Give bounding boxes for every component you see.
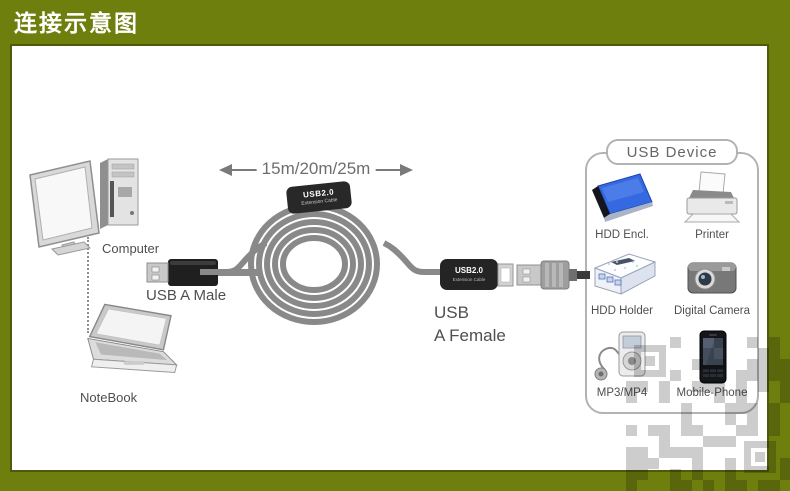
mobile-phone-icon: [699, 330, 727, 384]
usb-a-female-label: USB A Female: [434, 301, 506, 347]
qr-module: [769, 348, 780, 359]
qr-module: [769, 480, 780, 491]
computer-label: Computer: [102, 241, 160, 256]
desktop-computer-icon: [29, 158, 139, 256]
female-repeater-title: USB2.0: [455, 266, 484, 275]
page-title: 连接示意图: [14, 10, 139, 36]
qr-module: [780, 392, 790, 403]
device-item-digital-camera: Digital Camera: [668, 250, 756, 317]
usb-device-panel-title: USB Device: [606, 139, 738, 165]
host-link-dotted-line: [87, 237, 89, 333]
qr-module: [780, 458, 790, 469]
qr-module: [736, 480, 747, 491]
device-item-hdd-holder: HDD Holder: [578, 250, 666, 317]
qr-module: [758, 480, 769, 491]
usb-a-male-label: USB A Male: [146, 287, 227, 304]
qr-module: [769, 370, 780, 381]
qr-module: [769, 359, 780, 370]
device-label: Mobile-Phone: [676, 387, 748, 399]
digital-camera-icon: [687, 262, 737, 294]
qr-module: [780, 359, 790, 370]
hdd-holder-icon: [593, 253, 657, 295]
printer-icon: [683, 171, 741, 223]
device-label: Printer: [695, 229, 729, 241]
hdd-enclosure-icon: [592, 173, 653, 222]
cable-length-arrow: 15m/20m/25m: [218, 154, 414, 184]
device-label: Digital Camera: [673, 305, 751, 317]
qr-module: [681, 480, 692, 491]
qr-module: [769, 425, 780, 436]
qr-module: [725, 480, 736, 491]
qr-module: [626, 480, 637, 491]
qr-module: [780, 370, 790, 381]
qr-module: [769, 403, 780, 414]
qr-module: [780, 381, 790, 392]
notebook-label: NoteBook: [80, 390, 138, 405]
device-label: HDD Encl.: [595, 229, 649, 241]
cable-coil-icon: [200, 203, 450, 325]
device-label: HDD Holder: [591, 305, 653, 317]
usb-a-male-connector-icon: [146, 259, 258, 286]
mp3-player-icon: [594, 331, 646, 381]
device-item-mobile-phone: Mobile-Phone: [668, 330, 756, 399]
cable-length-label: 15m/20m/25m: [256, 159, 376, 179]
qr-module: [703, 480, 714, 491]
device-label: MP3/MP4: [596, 387, 648, 399]
usb-a-female-label-line1: USB: [434, 303, 469, 322]
qr-module: [780, 469, 790, 480]
device-item-hdd-enclosure: HDD Encl.: [578, 168, 666, 241]
qr-module: [769, 337, 780, 348]
usb-a-female-label-line2: A Female: [434, 326, 506, 345]
device-item-mp3-player: MP3/MP4: [578, 330, 666, 399]
qr-module: [670, 480, 681, 491]
female-repeater-subtitle: Extension Cable: [453, 277, 486, 282]
qr-module: [769, 414, 780, 425]
notebook-icon: [87, 303, 178, 373]
device-item-printer: Printer: [668, 168, 756, 241]
usb-a-female-connector-icon: USB2.0 Extension Cable: [436, 259, 590, 290]
